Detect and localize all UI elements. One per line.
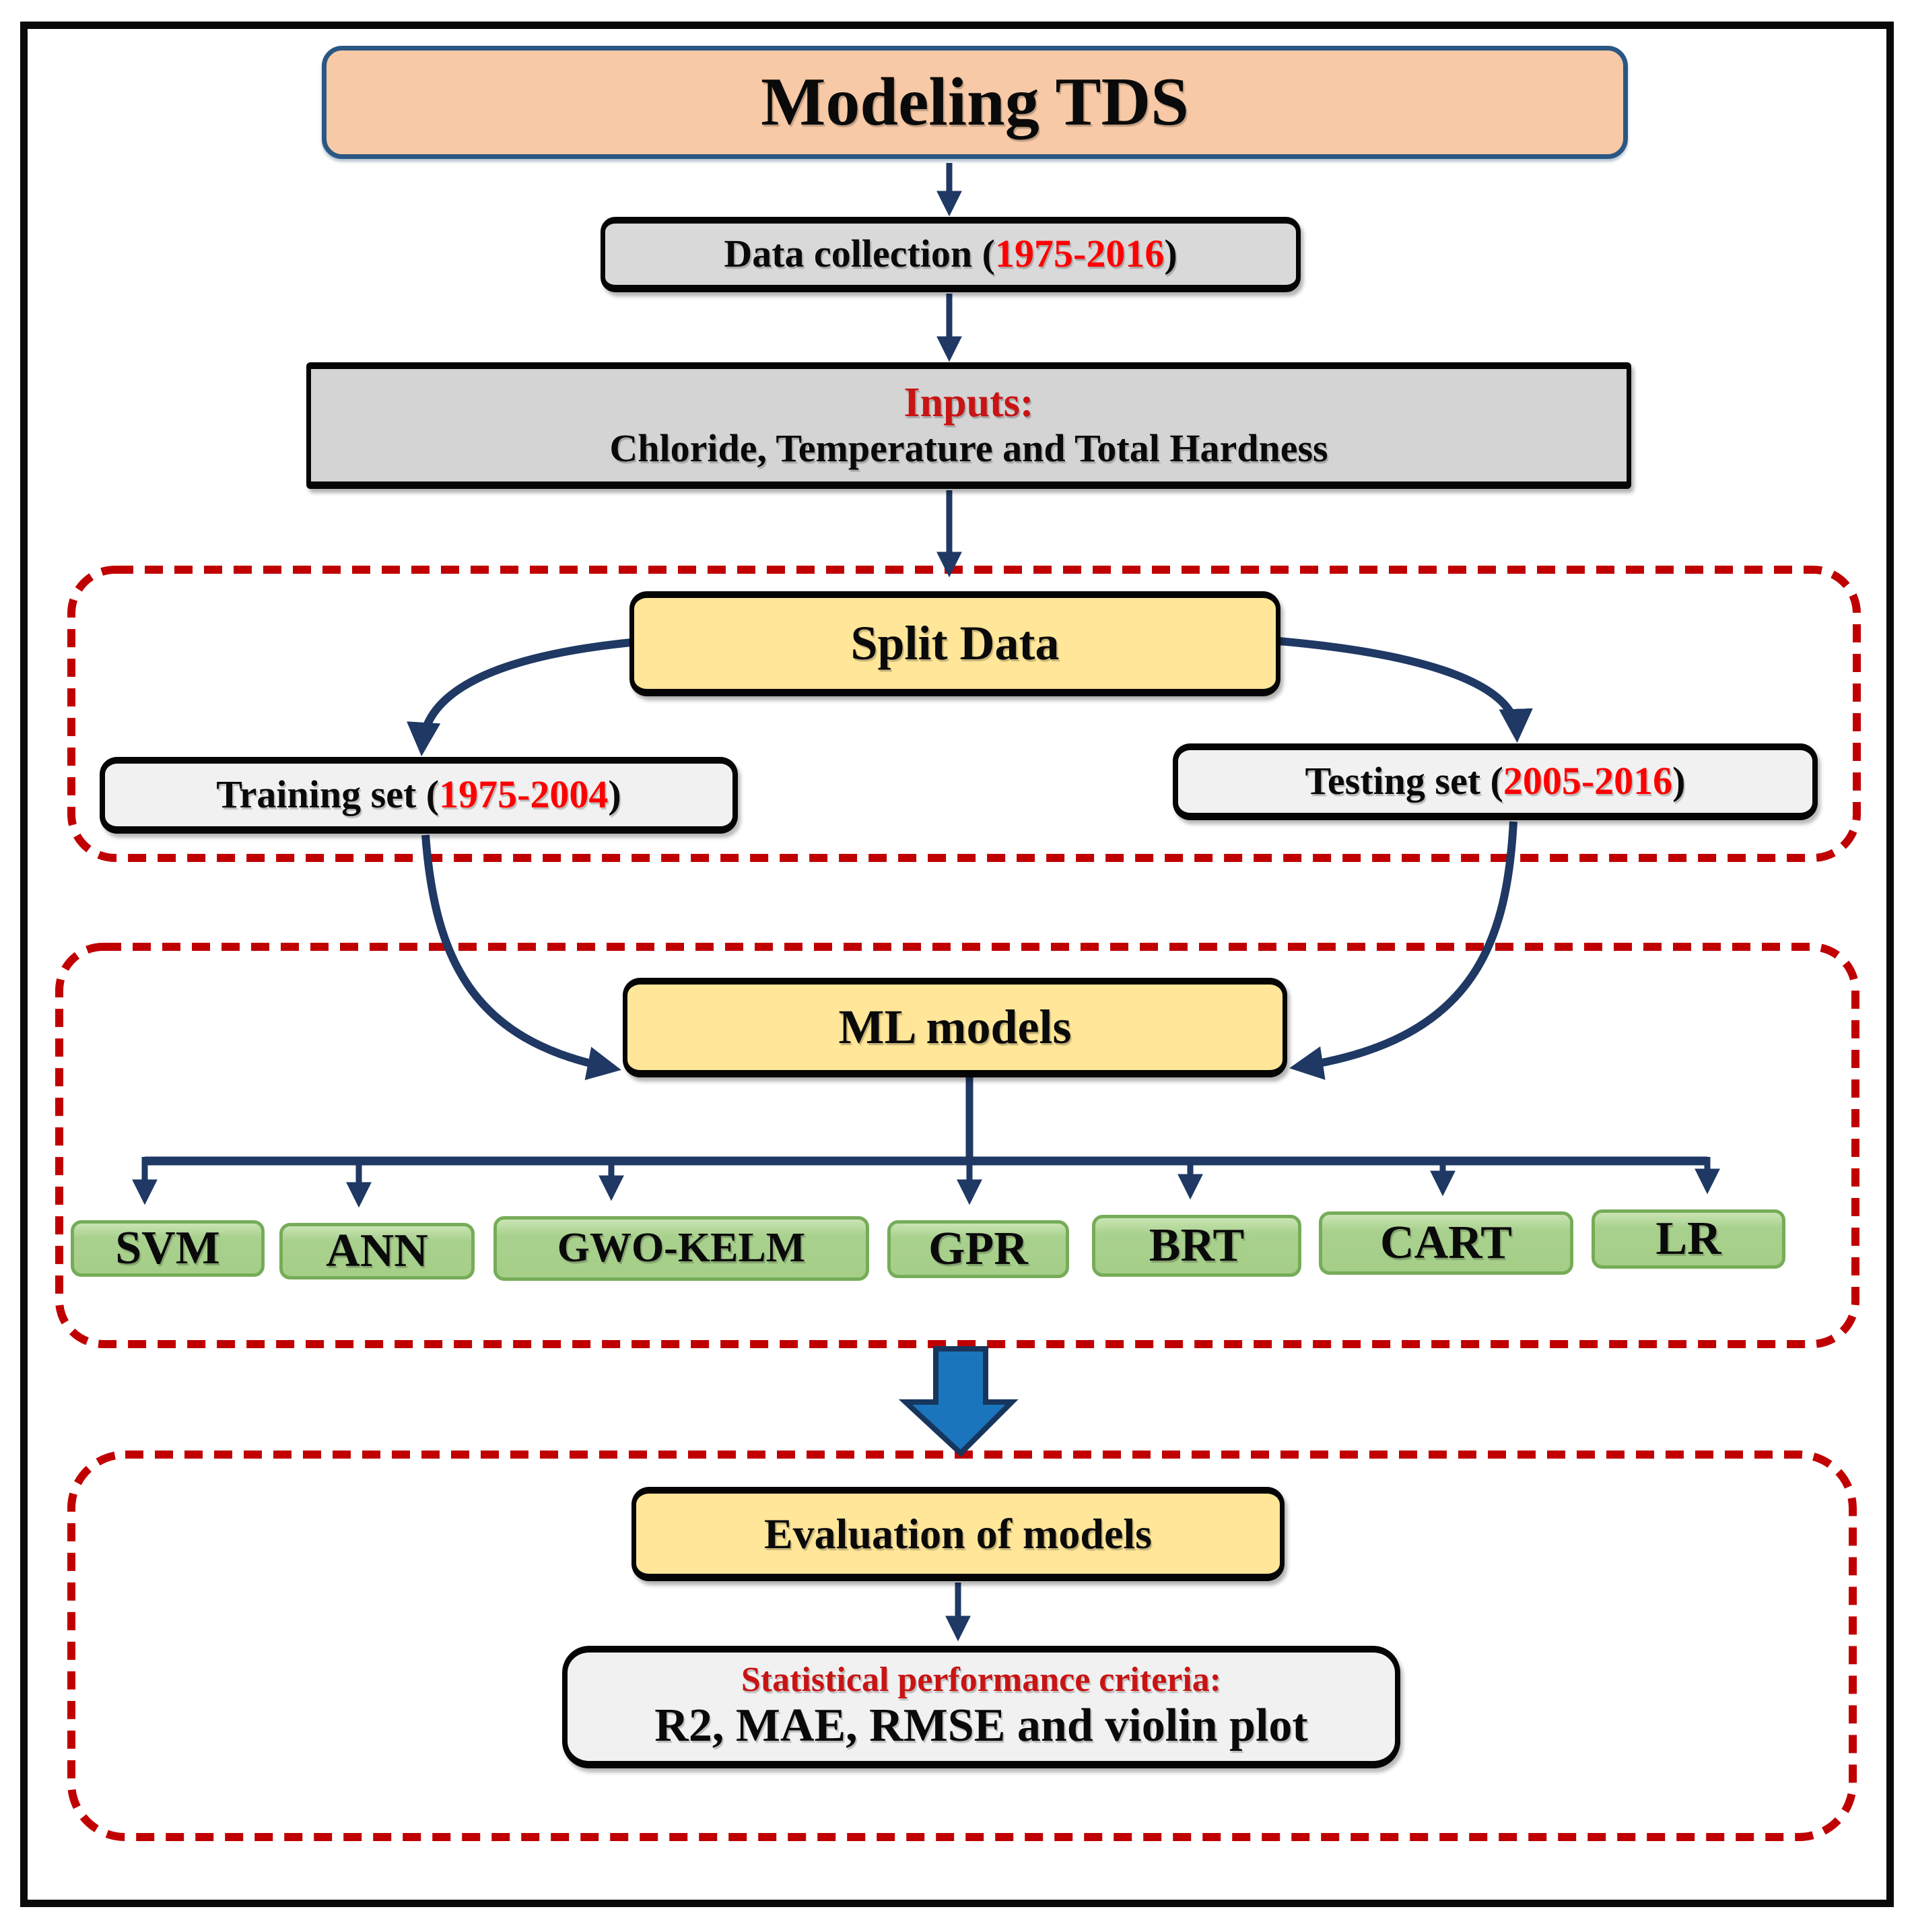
model-box-gwo-kelm: GWO-KELM xyxy=(493,1216,869,1281)
ml-models-box: ML models xyxy=(623,978,1287,1077)
inputs-box: Inputs: Chloride, Temperature and Total … xyxy=(306,362,1631,489)
arrow-split-to-testing xyxy=(1278,637,1533,743)
testing-set-label: Testing set (2005-2016) xyxy=(1305,759,1686,803)
testing-set-text: Testing set ( xyxy=(1305,759,1503,803)
arrow-split-to-training xyxy=(407,638,632,757)
split-stage-dashed-container xyxy=(67,566,1861,862)
training-set-years: 1975-2004 xyxy=(439,772,609,817)
data-collection-box: Data collection (1975-2016) xyxy=(601,217,1301,292)
training-set-text-close: ) xyxy=(608,772,621,817)
arrow-testing-to-ml-models xyxy=(1289,821,1517,1080)
data-collection-label: Data collection (1975-2016) xyxy=(724,232,1177,276)
evaluation-box: Evaluation of models xyxy=(631,1487,1285,1581)
model-label-lr: LR xyxy=(1655,1212,1721,1265)
model-label-brt: BRT xyxy=(1149,1219,1245,1271)
model-box-brt: BRT xyxy=(1092,1215,1301,1277)
data-collection-years: 1975-2016 xyxy=(995,232,1165,276)
criteria-body: R2, MAE, RMSE and violin plot xyxy=(654,1700,1308,1752)
title-box-modeling-tds: Modeling TDS xyxy=(322,46,1628,159)
models-stage-dashed-container xyxy=(55,943,1859,1348)
title-label: Modeling TDS xyxy=(761,63,1189,140)
data-collection-text: Data collection ( xyxy=(724,232,995,276)
model-box-ann: ANN xyxy=(279,1223,475,1279)
criteria-heading: Statistical performance criteria: xyxy=(741,1661,1222,1700)
model-label-gwo-kelm: GWO-KELM xyxy=(557,1225,806,1271)
model-box-cart: CART xyxy=(1319,1211,1573,1275)
training-set-text: Training set ( xyxy=(216,772,440,817)
model-label-cart: CART xyxy=(1380,1216,1512,1269)
model-box-svm: SVM xyxy=(71,1220,265,1277)
arrow-training-to-ml-models xyxy=(421,834,621,1080)
inputs-body: Chloride, Temperature and Total Hardness xyxy=(609,426,1328,470)
inputs-heading: Inputs: xyxy=(903,380,1034,426)
training-set-box: Training set (1975-2004) xyxy=(100,757,738,834)
model-box-gpr: GPR xyxy=(887,1220,1069,1278)
outer-frame xyxy=(20,22,1894,1907)
model-label-svm: SVM xyxy=(115,1222,220,1274)
model-box-lr: LR xyxy=(1592,1209,1785,1269)
ml-models-label: ML models xyxy=(838,1000,1072,1055)
criteria-box: Statistical performance criteria: R2, MA… xyxy=(562,1646,1400,1768)
model-label-ann: ANN xyxy=(326,1224,428,1277)
testing-set-text-close: ) xyxy=(1672,759,1686,803)
block-arrow-models-to-evaluation xyxy=(898,1346,1019,1457)
split-data-box: Split Data xyxy=(629,591,1280,696)
testing-set-years: 2005-2016 xyxy=(1503,759,1673,803)
data-collection-text-close: ) xyxy=(1164,232,1177,276)
split-data-label: Split Data xyxy=(850,616,1060,671)
testing-set-box: Testing set (2005-2016) xyxy=(1173,743,1818,820)
model-label-gpr: GPR xyxy=(928,1222,1028,1275)
evaluation-label: Evaluation of models xyxy=(763,1509,1153,1558)
training-set-label: Training set (1975-2004) xyxy=(216,772,621,817)
